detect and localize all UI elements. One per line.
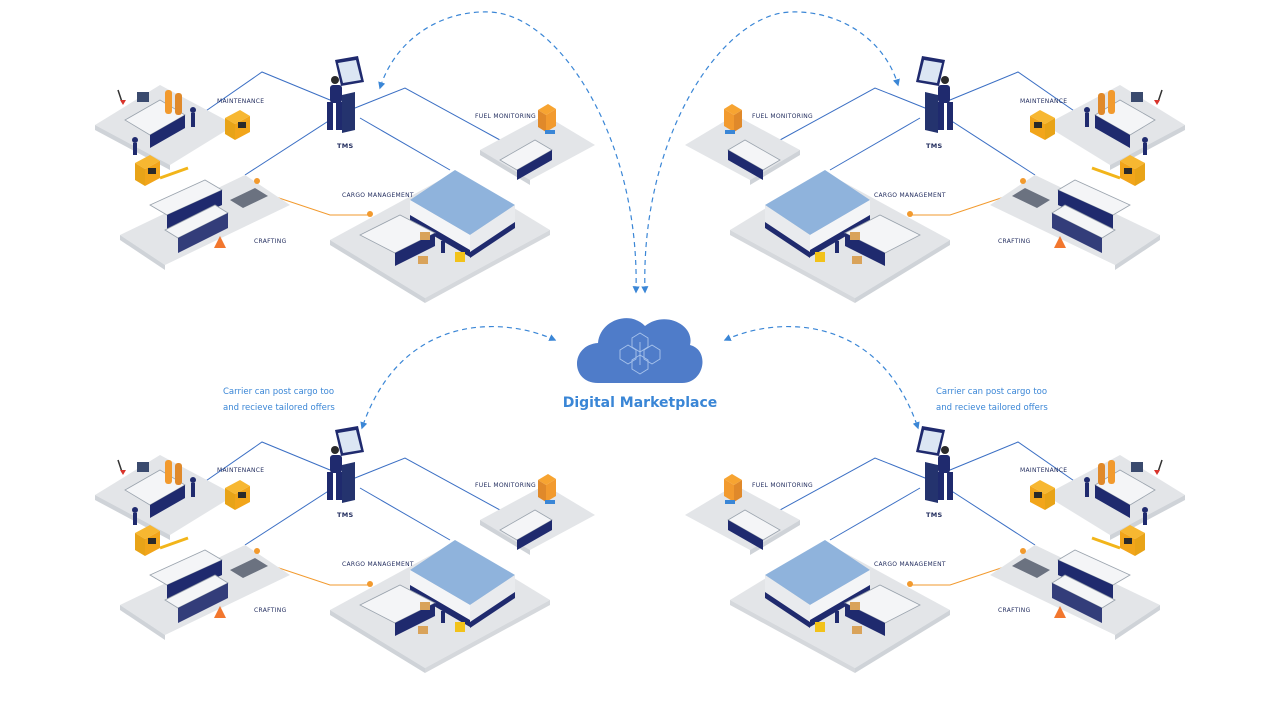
crafting-label: CRAFTING [254,607,287,614]
arrow-top-right [641,11,900,294]
fuel-monitoring-label: FUEL MONITORING [752,482,814,489]
carrier-note-left: Carrier can post cargo too and recieve t… [223,384,373,416]
hub-bottom-left [93,424,597,675]
maintenance-label: MAINTENANCE [1020,98,1068,105]
cargo-management-label: CARGO MANAGEMENT [342,561,414,568]
fuel-monitoring-label: FUEL MONITORING [475,482,537,489]
note-line-2: and recieve tailored offers [936,403,1048,413]
crafting-label: CRAFTING [998,607,1031,614]
tms-label: TMS [926,511,943,519]
maintenance-label: MAINTENANCE [217,467,265,474]
note-line-2: and recieve tailored offers [223,403,335,413]
cargo-management-label: CARGO MANAGEMENT [342,192,414,199]
note-line-1: Carrier can post cargo too [936,387,1048,397]
digital-marketplace-title: Digital Marketplace [562,395,718,411]
note-line-1: Carrier can post cargo too [223,387,335,397]
hub-top-right [683,54,1187,305]
tms-label: TMS [337,511,354,519]
fuel-monitoring-label: FUEL MONITORING [475,113,537,120]
maintenance-label: MAINTENANCE [1020,467,1068,474]
carrier-note-right: Carrier can post cargo too and recieve t… [936,384,1086,416]
crafting-label: CRAFTING [254,238,287,245]
crafting-label: CRAFTING [998,238,1031,245]
cloud-network-icon [577,318,703,383]
cargo-management-label: CARGO MANAGEMENT [874,192,946,199]
tms-label: TMS [337,142,354,150]
tms-label: TMS [926,142,943,150]
cargo-management-label: CARGO MANAGEMENT [874,561,946,568]
maintenance-label: MAINTENANCE [217,98,265,105]
dashed-arrows [360,11,920,430]
fuel-monitoring-label: FUEL MONITORING [752,113,814,120]
arrow-bottom-left [360,326,557,430]
arrow-bottom-right [723,326,920,430]
hub-bottom-right [683,424,1187,675]
hub-top-left [93,54,597,305]
arrow-top-left [378,11,640,294]
